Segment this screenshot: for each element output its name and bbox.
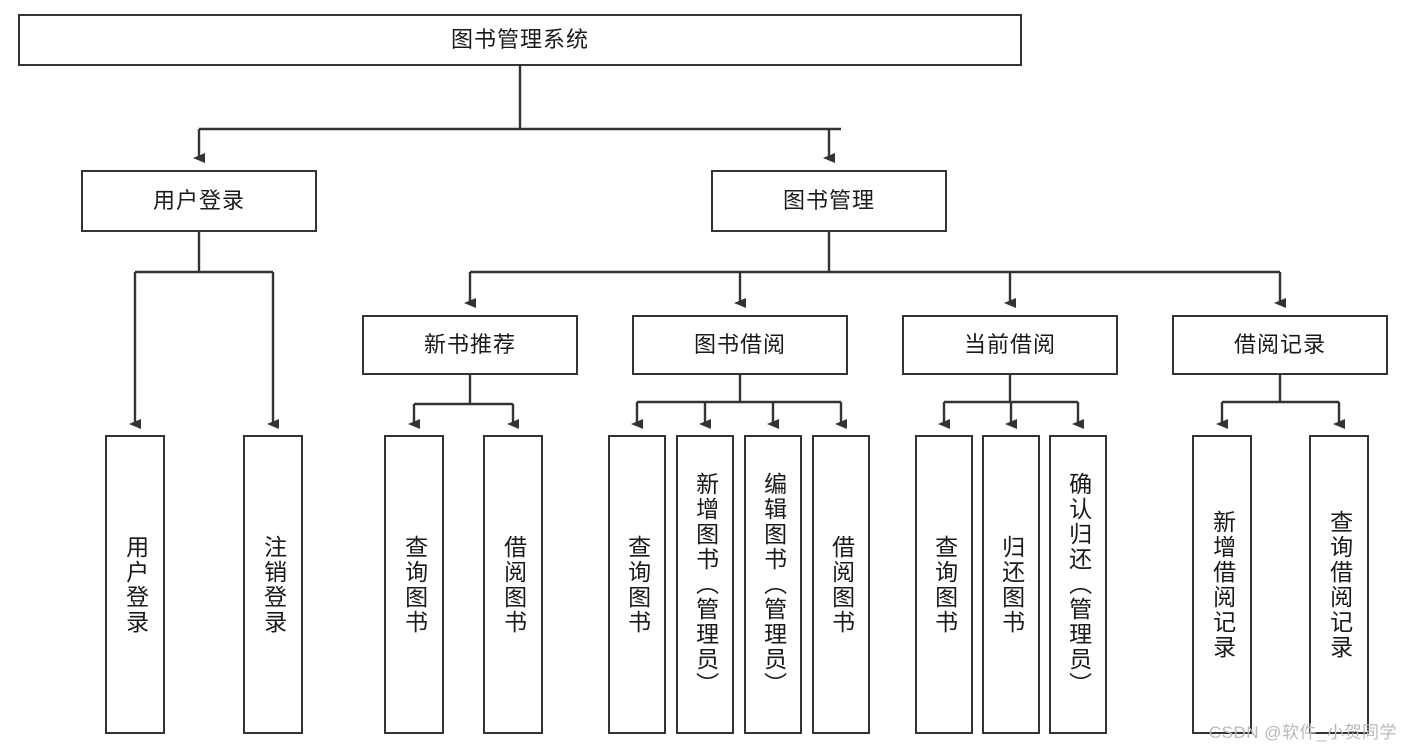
leaf-query-book-2-label: 查询图书 [624, 534, 651, 635]
leaf-add-record-label: 新增借阅记录 [1209, 509, 1236, 660]
leaf-query-record-label: 查询借阅记录 [1326, 509, 1353, 660]
node-new-book-rec-label: 新书推荐 [423, 332, 516, 358]
leaf-borrow-book-2-label: 借阅图书 [828, 534, 855, 635]
leaf-borrow-book-2[interactable]: 借阅图书 [812, 435, 870, 734]
leaf-user-login-label: 用户登录 [122, 534, 149, 635]
leaf-query-book-3[interactable]: 查询图书 [915, 435, 973, 734]
leaf-return-book[interactable]: 归还图书 [982, 435, 1040, 734]
node-book-manage[interactable]: 图书管理 [711, 170, 947, 232]
node-new-book-rec[interactable]: 新书推荐 [362, 315, 578, 375]
node-book-borrow[interactable]: 图书借阅 [632, 315, 848, 375]
leaf-edit-book-label: 编辑图书（管理员） [760, 472, 787, 697]
leaf-query-book-3-label: 查询图书 [931, 534, 958, 635]
node-book-borrow-label: 图书借阅 [693, 332, 786, 358]
node-borrow-record[interactable]: 借阅记录 [1172, 315, 1388, 375]
leaf-edit-book[interactable]: 编辑图书（管理员） [744, 435, 802, 734]
leaf-query-book-1[interactable]: 查询图书 [384, 435, 444, 734]
leaf-add-book[interactable]: 新增图书（管理员） [676, 435, 734, 734]
leaf-query-record[interactable]: 查询借阅记录 [1309, 435, 1369, 734]
watermark: CSDN @软件_小贺同学 [1208, 723, 1397, 742]
leaf-add-record[interactable]: 新增借阅记录 [1192, 435, 1252, 734]
leaf-confirm-return-label: 确认归还（管理员） [1065, 472, 1092, 697]
node-root[interactable]: 图书管理系统 [18, 14, 1022, 66]
node-root-label: 图书管理系统 [450, 27, 589, 53]
node-current-borrow-label: 当前借阅 [963, 332, 1056, 358]
leaf-logout-label: 注销登录 [260, 534, 287, 635]
leaf-user-login[interactable]: 用户登录 [105, 435, 165, 734]
node-user-login-label: 用户登录 [152, 188, 245, 214]
node-current-borrow[interactable]: 当前借阅 [902, 315, 1118, 375]
leaf-query-book-2[interactable]: 查询图书 [608, 435, 666, 734]
leaf-add-book-label: 新增图书（管理员） [692, 472, 719, 697]
leaf-borrow-book-1[interactable]: 借阅图书 [483, 435, 543, 734]
leaf-logout[interactable]: 注销登录 [243, 435, 303, 734]
node-book-manage-label: 图书管理 [782, 188, 875, 214]
leaf-confirm-return[interactable]: 确认归还（管理员） [1049, 435, 1107, 734]
leaf-return-book-label: 归还图书 [998, 534, 1025, 635]
node-borrow-record-label: 借阅记录 [1233, 332, 1326, 358]
leaf-query-book-1-label: 查询图书 [401, 534, 428, 635]
leaf-borrow-book-1-label: 借阅图书 [500, 534, 527, 635]
node-user-login[interactable]: 用户登录 [81, 170, 317, 232]
